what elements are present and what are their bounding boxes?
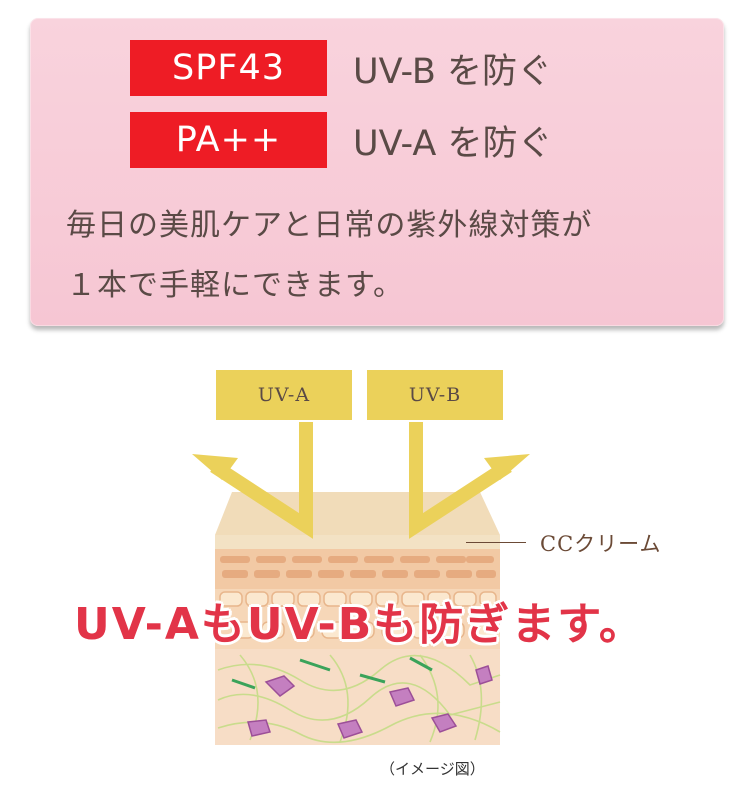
cell-rows xyxy=(220,556,496,578)
uva-arrowhead xyxy=(192,454,238,480)
uva-protection-text: UV-A を防ぐ xyxy=(353,123,553,164)
epidermis-top xyxy=(215,549,500,589)
cream-layer xyxy=(215,535,500,549)
headline: UV-AもUV-Bも防ぎます。 xyxy=(74,599,645,650)
skin-illustration: UV-A UV-B CCクリーム UV-AもUV-Bも防ぎます。 （イメージ図） xyxy=(0,330,750,800)
green-fibers xyxy=(231,656,433,690)
spf-badge: SPF43 xyxy=(130,40,327,96)
description-line-1: 毎日の美肌ケアと日常の紫外線対策が xyxy=(66,208,593,243)
uvb-label: UV-B xyxy=(367,370,503,420)
fibroblast-cells xyxy=(247,665,493,739)
pa-badge: PA++ xyxy=(130,112,327,168)
pa-row: PA++ UV-A を防ぐ xyxy=(130,112,552,168)
feature-panel: SPF43 UV-B を防ぐ PA++ UV-A を防ぐ 毎日の美肌ケアと日常の… xyxy=(30,18,724,326)
spf-row: SPF43 UV-B を防ぐ xyxy=(130,40,552,96)
uvb-arrow xyxy=(409,422,512,539)
skin-diagram xyxy=(192,422,530,745)
uvb-arrowhead xyxy=(484,454,530,480)
uvb-protection-text: UV-B を防ぐ xyxy=(353,51,553,92)
image-caption: （イメージ図） xyxy=(380,760,485,778)
cc-cream-label: CCクリーム xyxy=(540,532,662,556)
description-line-2: １本で手軽にできます。 xyxy=(66,268,404,303)
cc-leader-line xyxy=(466,542,526,543)
uva-label: UV-A xyxy=(216,370,352,420)
description: 毎日の美肌ケアと日常の紫外線対策が １本で手軽にできます。 xyxy=(66,196,706,316)
uva-arrow xyxy=(210,422,313,539)
cell-grid xyxy=(219,591,497,639)
